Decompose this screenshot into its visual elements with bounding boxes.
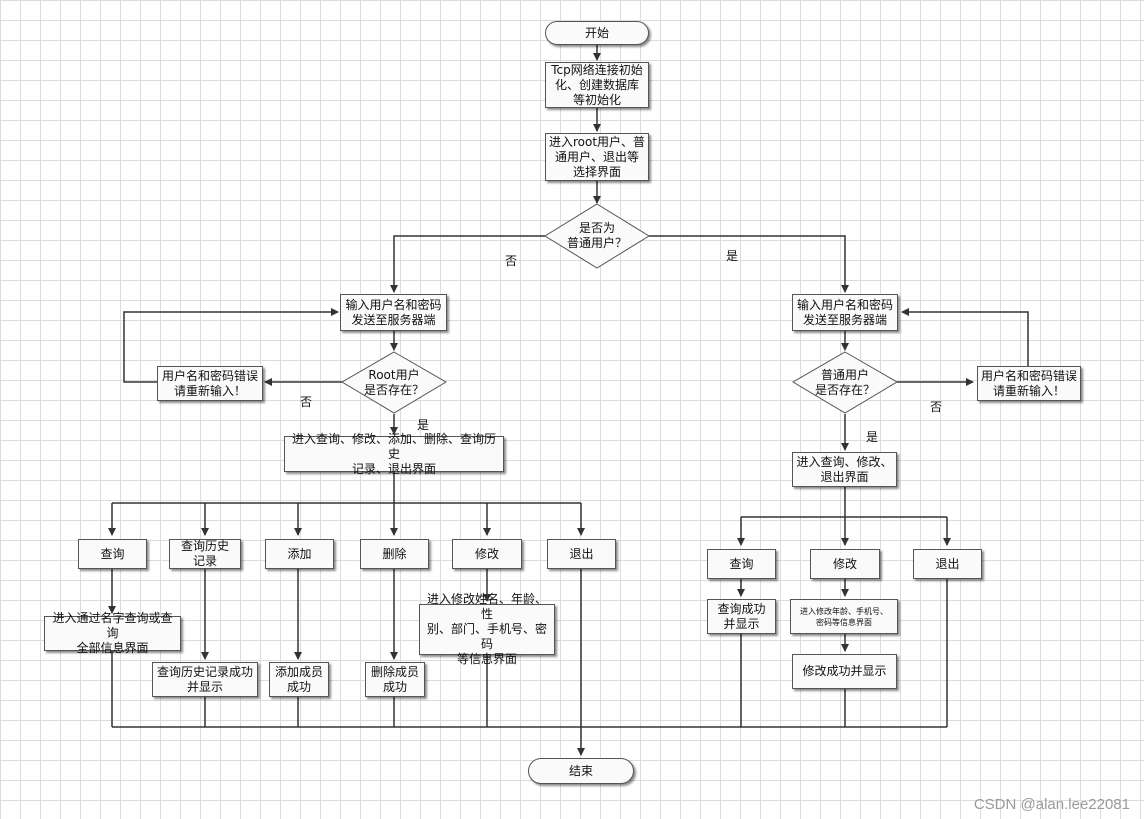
- select-ui-label: 进入root用户、普 通用户、退出等 选择界面: [548, 134, 646, 179]
- root-modify-label: 修改: [474, 546, 499, 561]
- normal-modify-ui-label: 进入修改年龄、手机号、 密码等信息界面: [800, 606, 888, 627]
- root-modify-node: 修改: [452, 539, 522, 569]
- root-login-label: 输入用户名和密码 发送至服务器端: [345, 297, 442, 327]
- root-menu-node: 进入查询、修改、添加、删除、查询历史 记录、退出界面: [284, 432, 504, 476]
- normal-modify-ok-node: 修改成功并显示: [792, 654, 897, 689]
- is-normal-user-label: 是否为 普通用户？: [566, 221, 627, 250]
- root-query-ui-label: 进入通过名字查询或查询 全部信息界面: [52, 611, 173, 655]
- label-yes-main: 是: [726, 249, 739, 263]
- root-add-ok-label: 添加成员 成功: [274, 664, 323, 694]
- root-history-ok-label: 查询历史记录成功 并显示: [156, 664, 253, 694]
- root-history-ok-node: 查询历史记录成功 并显示: [152, 662, 258, 697]
- normal-login-label: 输入用户名和密码 发送至服务器端: [796, 297, 893, 327]
- select-ui-node: 进入root用户、普 通用户、退出等 选择界面: [545, 133, 649, 181]
- is-normal-user-text: 是否为 普通用户？: [545, 219, 649, 253]
- normal-login-node: 输入用户名和密码 发送至服务器端: [792, 294, 898, 331]
- root-add-ok-node: 添加成员 成功: [269, 662, 329, 697]
- root-menu-label: 进入查询、修改、添加、删除、查询历史 记录、退出界面: [291, 431, 496, 476]
- normal-exit-node: 退出: [913, 549, 982, 579]
- normal-modify-ui-node: 进入修改年龄、手机号、 密码等信息界面: [790, 599, 898, 634]
- edge-decision-yes: [649, 235, 849, 293]
- normal-error-node: 用户名和密码错误 请重新输入！: [977, 366, 1081, 401]
- root-exit-node: 退出: [547, 539, 616, 569]
- root-modify-ui-label: 进入修改姓名、年龄、性 别、部门、手机号、密码 等信息界面: [426, 592, 547, 666]
- normal-query-ok-label: 查询成功 并显示: [717, 601, 766, 631]
- root-exists-label: Root用户 是否存在？: [363, 368, 424, 397]
- normal-exit-label: 退出: [935, 556, 960, 571]
- root-delete-node: 删除: [360, 539, 429, 569]
- root-delete-label: 删除: [382, 546, 407, 561]
- edge-decision-no: [390, 235, 545, 293]
- normal-exists-decision: [792, 351, 898, 414]
- is-normal-user-decision: [544, 203, 650, 269]
- end-node: 结束: [528, 758, 634, 784]
- root-query-label: 查询: [100, 546, 125, 561]
- label-no-main: 否: [505, 254, 518, 268]
- watermark: CSDN @alan.lee22081: [973, 796, 1130, 813]
- root-modify-ui-node: 进入修改姓名、年龄、性 别、部门、手机号、密码 等信息界面: [419, 592, 555, 666]
- root-error-node: 用户名和密码错误 请重新输入！: [157, 366, 263, 401]
- normal-modify-ok-label: 修改成功并显示: [802, 664, 887, 678]
- label-normal-no: 否: [930, 400, 943, 414]
- root-delete-ok-label: 删除成员 成功: [370, 664, 419, 694]
- root-login-node: 输入用户名和密码 发送至服务器端: [340, 294, 447, 331]
- normal-menu-label: 进入查询、修改、 退出界面: [796, 454, 893, 484]
- root-error-label: 用户名和密码错误 请重新输入！: [161, 368, 258, 398]
- label-normal-yes: 是: [866, 430, 879, 444]
- root-history-label: 查询历史 记录: [180, 539, 229, 568]
- edge-rooterror-back: [123, 308, 339, 383]
- start-node: 开始: [545, 21, 649, 45]
- init-node: Tcp网络连接初始 化、创建数据库 等初始化: [545, 62, 649, 108]
- normal-exists-label: 普通用户 是否存在？: [814, 368, 875, 397]
- label-root-yes: 是: [417, 418, 430, 432]
- start-label: 开始: [584, 25, 609, 40]
- root-query-node: 查询: [78, 539, 147, 569]
- normal-modify-label: 修改: [832, 556, 857, 571]
- normal-query-label: 查询: [729, 556, 754, 571]
- normal-menu-node: 进入查询、修改、 退出界面: [792, 452, 897, 487]
- normal-query-node: 查询: [707, 549, 776, 579]
- label-root-no: 否: [300, 395, 313, 409]
- root-delete-ok-node: 删除成员 成功: [365, 662, 425, 697]
- root-exit-label: 退出: [569, 546, 594, 561]
- normal-exists-text: 普通用户 是否存在？: [793, 366, 897, 400]
- end-label: 结束: [568, 763, 593, 778]
- root-history-node: 查询历史 记录: [169, 539, 241, 569]
- init-label: Tcp网络连接初始 化、创建数据库 等初始化: [551, 62, 643, 107]
- root-exists-text: Root用户 是否存在？: [342, 366, 446, 400]
- normal-error-label: 用户名和密码错误 请重新输入！: [980, 368, 1077, 398]
- root-query-ui-node: 进入通过名字查询或查询 全部信息界面: [44, 611, 181, 655]
- root-add-label: 添加: [287, 546, 312, 561]
- root-add-node: 添加: [265, 539, 334, 569]
- root-exists-decision: [341, 351, 447, 414]
- normal-modify-node: 修改: [810, 549, 880, 579]
- normal-query-ok-node: 查询成功 并显示: [707, 599, 776, 634]
